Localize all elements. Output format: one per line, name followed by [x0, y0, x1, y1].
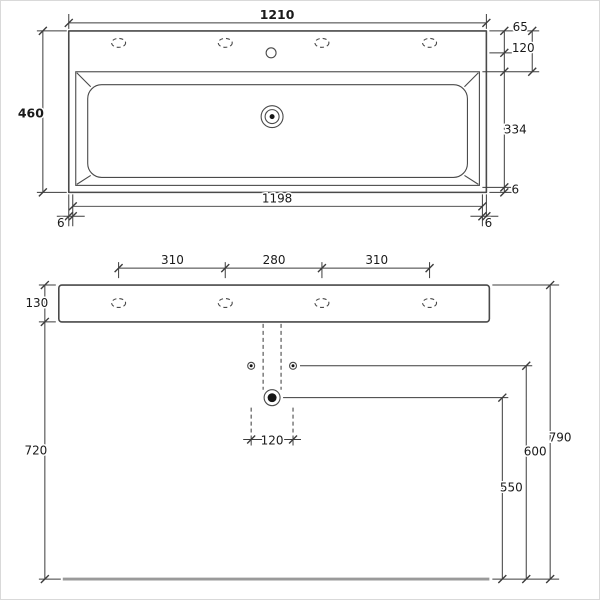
drain-inner-ring — [264, 109, 280, 125]
dim-tap-spacing-left: 310 — [161, 253, 184, 267]
plan-tap-holes — [111, 37, 438, 59]
front-dimension-lines — [38, 262, 560, 580]
drain-flange-ring — [263, 389, 281, 407]
front-tap-holes — [111, 297, 438, 309]
drain-outer-ring — [260, 105, 284, 129]
fixing-hole-left-ring — [247, 361, 256, 370]
plan-view: 1210 65 120 460 334 6 1198 6 6 — [16, 5, 540, 232]
dim-basin-height: 130 — [25, 296, 48, 310]
basin-plan-outline — [67, 30, 488, 194]
dim-deck-depth: 120 — [512, 41, 535, 55]
front-dimension-ticks — [40, 263, 555, 584]
dim-rim-left: 6 — [57, 216, 65, 230]
plan-dimension-ticks — [38, 18, 537, 221]
fixing-hole-left-dot — [249, 364, 253, 368]
plan-drain — [260, 105, 284, 129]
drain-center-dot — [269, 114, 275, 120]
front-view: 310 280 310 130 720 120 790 600 550 — [23, 252, 573, 584]
dim-bowl-depth: 334 — [504, 123, 527, 137]
tap-hole-dashed — [314, 37, 330, 48]
dim-tap-spacing-center: 280 — [263, 253, 286, 267]
dim-inner-width: 1198 — [262, 191, 292, 205]
dim-drain-height: 550 — [500, 480, 523, 494]
waste-pipe-hidden-lines — [250, 323, 294, 436]
waste-pipe — [247, 323, 298, 436]
dim-fixing-holes-height: 600 — [524, 444, 547, 458]
dim-overall-depth: 460 — [18, 106, 44, 121]
dim-rim-side: 6 — [511, 182, 519, 196]
tap-hole-dashed — [422, 297, 438, 309]
fixing-hole-right-ring — [288, 361, 298, 370]
dim-drain-cutout-width: 120 — [261, 434, 284, 448]
tap-hole-dashed — [422, 37, 438, 48]
tap-hole-dashed — [111, 297, 127, 309]
tap-hole-dashed — [314, 297, 330, 309]
dim-rim-right: 6 — [485, 216, 493, 230]
basin-bowl — [87, 84, 468, 178]
dim-tap-spacing-right: 310 — [365, 253, 388, 267]
basin-outer-rect — [67, 30, 488, 194]
bowl-corner-slopes — [76, 72, 479, 185]
dim-tap-hole-offset: 65 — [513, 20, 528, 34]
dim-overall-height: 790 — [549, 431, 572, 445]
basin-inner-rim — [75, 71, 480, 186]
tap-hole-dashed — [111, 37, 127, 48]
tap-hole-dashed — [217, 37, 233, 48]
dim-overall-width: 1210 — [260, 7, 295, 22]
tap-hole-dashed — [217, 297, 233, 309]
drain-flange-dot — [267, 393, 277, 403]
basin-front-face — [58, 284, 491, 323]
fixing-hole-right-dot — [291, 364, 295, 368]
center-tap-hole — [265, 47, 277, 59]
dim-clearance-below: 720 — [24, 443, 47, 457]
